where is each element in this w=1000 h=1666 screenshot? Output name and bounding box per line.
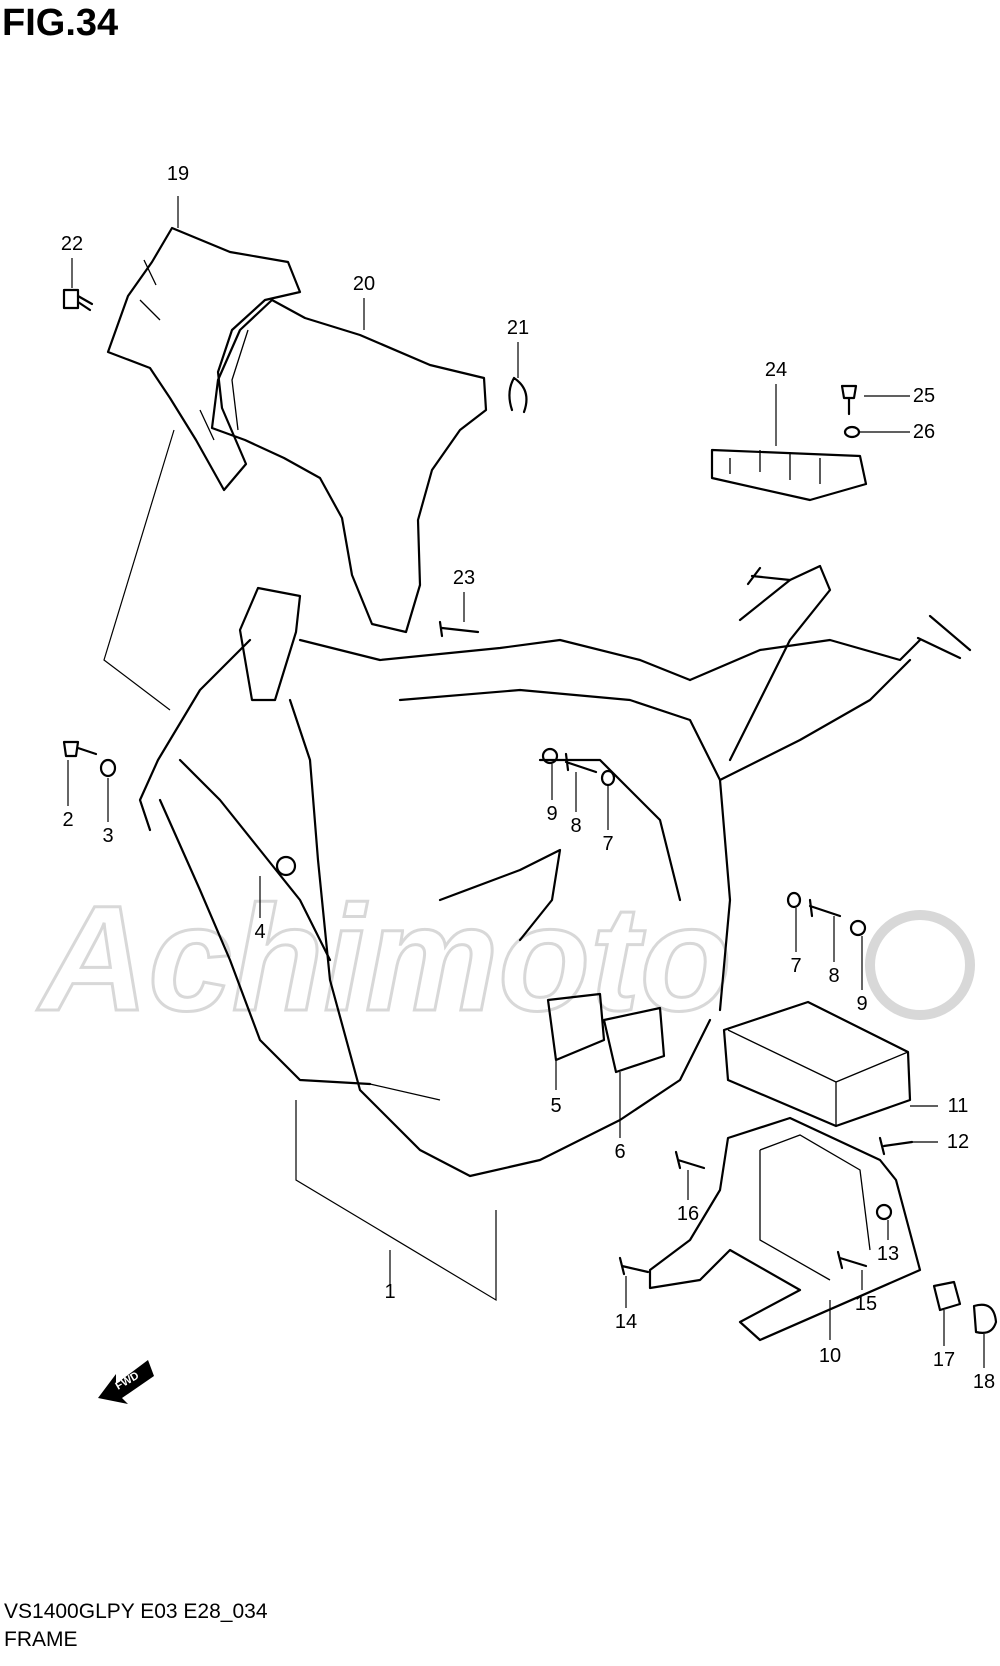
callout-8-repeat: 8 (828, 965, 839, 987)
callout-9: 9 (546, 803, 557, 825)
callout-13: 13 (877, 1243, 899, 1265)
fwd-direction-arrow: FWD (98, 1360, 154, 1404)
hardware-items (62, 740, 998, 1334)
callout-1: 1 (384, 1281, 395, 1303)
callout-21: 21 (507, 317, 529, 339)
part-1-main-frame (138, 564, 972, 1178)
callout-17: 17 (933, 1349, 955, 1371)
part-22-bolt (62, 288, 94, 312)
part-24-bracket (710, 448, 868, 502)
callout-labels: 1 2 3 4 5 6 7 8 9 10 11 12 13 14 15 16 1… (61, 163, 995, 1393)
model-code: VS1400GLPY E03 E28_034 (4, 1600, 268, 1623)
callout-2: 2 (62, 809, 73, 831)
callout-7-repeat: 7 (790, 955, 801, 977)
callout-6: 6 (614, 1141, 625, 1163)
figure-title: FIG.34 (2, 2, 119, 44)
part-21-clip (508, 376, 528, 414)
section-name: FRAME (4, 1628, 78, 1651)
leader-lines (67, 196, 985, 1368)
callout-25: 25 (913, 385, 935, 407)
callout-20: 20 (353, 273, 375, 295)
callout-24: 24 (765, 359, 787, 381)
part-5-bracket (546, 992, 606, 1062)
callout-23: 23 (453, 567, 475, 589)
part-23-bolt (438, 620, 480, 638)
part-19-frame-cover-left (106, 226, 302, 492)
callout-26: 26 (913, 421, 935, 443)
part-10-holder (648, 1116, 922, 1342)
callout-19: 19 (167, 163, 189, 185)
callout-5: 5 (550, 1095, 561, 1117)
callout-11: 11 (948, 1095, 969, 1117)
part-25-screw (840, 384, 858, 416)
callout-15: 15 (855, 1293, 877, 1315)
part-6-bracket (602, 1006, 666, 1074)
callout-10: 10 (819, 1345, 841, 1367)
callout-9-repeat: 9 (856, 993, 867, 1015)
watermark-wheel (865, 910, 975, 1020)
callout-8: 8 (570, 815, 581, 837)
callout-7: 7 (602, 833, 613, 855)
callout-16: 16 (677, 1203, 699, 1225)
callout-3: 3 (102, 825, 113, 847)
part-20-frame-cover-right (210, 298, 488, 634)
callout-4: 4 (254, 921, 265, 943)
part-11-control-unit (722, 1000, 912, 1128)
callout-18: 18 (973, 1371, 995, 1393)
callout-12: 12 (947, 1131, 969, 1153)
part-26-washer (843, 425, 861, 439)
watermark-text: Achimoto (36, 874, 732, 1042)
callout-22: 22 (61, 233, 83, 255)
callout-14: 14 (615, 1311, 637, 1333)
